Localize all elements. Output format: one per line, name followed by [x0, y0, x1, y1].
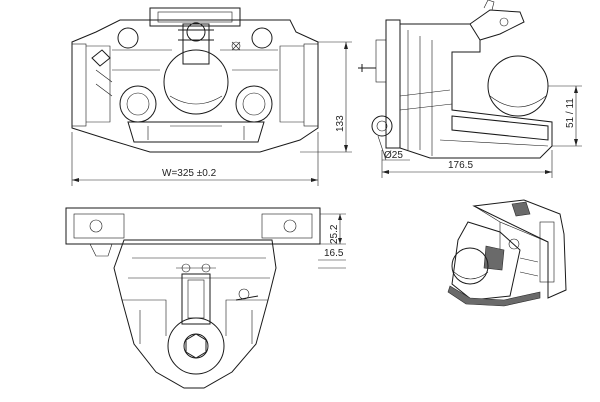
ball-height-label: 51 / 11	[565, 98, 576, 128]
front-view	[71, 7, 319, 153]
isometric-view	[447, 199, 567, 307]
depth-dimension: 176.5	[381, 150, 553, 178]
depth-label: 176.5	[448, 160, 473, 171]
width-dimension: W=325 ±0.2	[71, 132, 319, 186]
plan-offset-b-label: 16.5	[324, 248, 344, 259]
width-label: W=325 ±0.2	[162, 168, 217, 179]
height-label: 133	[335, 115, 346, 132]
bolt-diameter-label: Ø25	[384, 150, 403, 161]
side-view	[358, 0, 553, 159]
height-dimension: 133	[300, 41, 352, 153]
ball-height-dimension: 51 / 11	[548, 85, 582, 147]
plan-offset-dimensions: 25.2 16.5	[318, 213, 346, 269]
plan-offset-a-label: 25.2	[329, 224, 340, 244]
bolt-diameter-dimension: Ø25	[377, 135, 410, 161]
plan-view	[65, 207, 321, 389]
